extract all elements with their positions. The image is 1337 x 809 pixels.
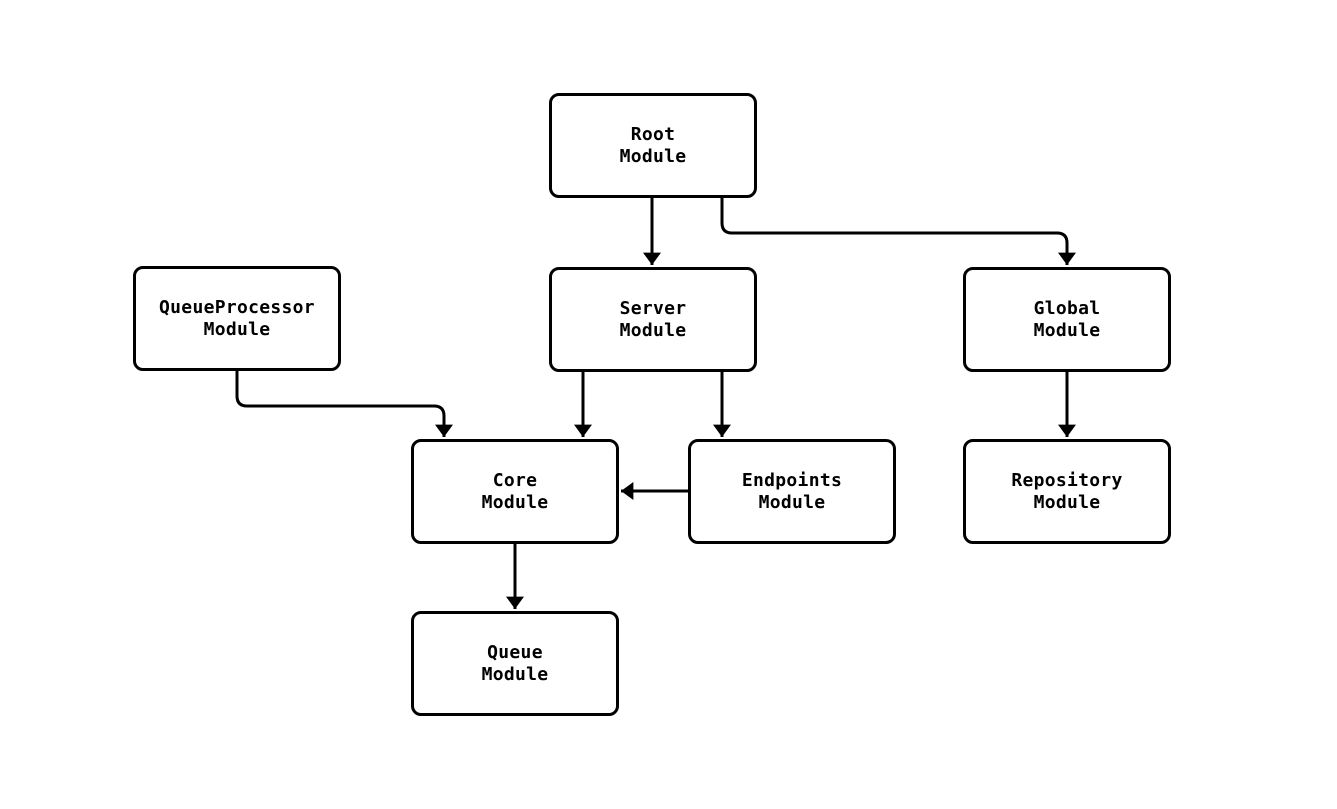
node-queueprocessor-module: QueueProcessor Module xyxy=(133,266,341,371)
node-server-module: Server Module xyxy=(549,267,757,372)
node-endpoints-module: Endpoints Module xyxy=(688,439,896,544)
node-core-module: Core Module xyxy=(411,439,619,544)
edge-root-to-global xyxy=(720,198,1076,265)
node-root-module: Root Module xyxy=(549,93,757,198)
node-repository-module: Repository Module xyxy=(963,439,1171,544)
node-queue-module: Queue Module xyxy=(411,611,619,716)
node-global-module: Global Module xyxy=(963,267,1171,372)
edge-queueprocessor-to-core xyxy=(235,371,453,437)
